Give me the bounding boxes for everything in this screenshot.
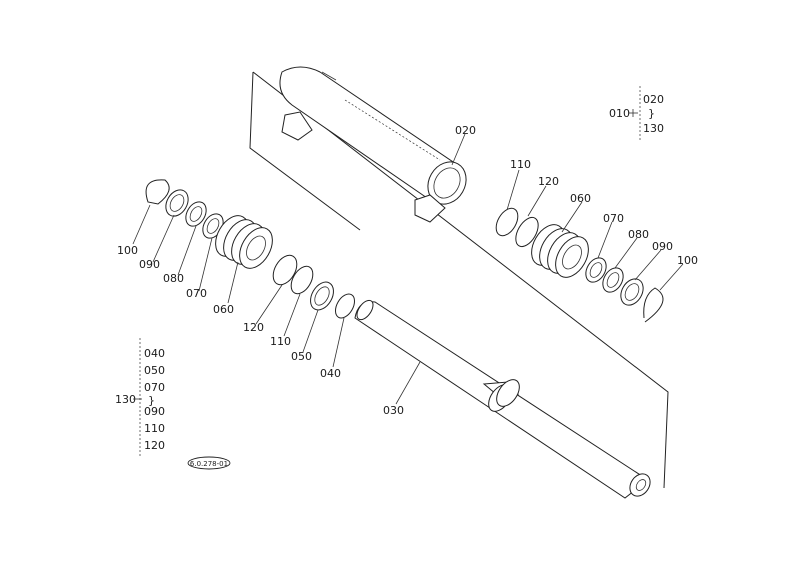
label-110-left: 110 (270, 335, 291, 348)
snap-ring-100-right (643, 287, 664, 323)
label-100-left: 100 (117, 244, 138, 257)
group-130-callout: 130 040 050 070 } 090 110 120 (115, 338, 165, 456)
label-110-right: 110 (510, 158, 531, 171)
label-090-left: 090 (139, 258, 160, 271)
label-070-right: 070 (603, 212, 624, 225)
o-ring-110-left (290, 265, 314, 295)
group-130-item-1: 050 (144, 364, 165, 377)
group-130-item-0: 040 (144, 347, 165, 360)
backup-ring-120-left (272, 254, 298, 286)
piston-rod (354, 299, 651, 499)
label-120-right: 120 (538, 175, 559, 188)
label-090-right: 090 (652, 240, 673, 253)
label-060-right: 060 (570, 192, 591, 205)
label-060-left: 060 (213, 303, 234, 316)
group-130-item-6: 120 (144, 439, 165, 452)
label-040-left: 040 (320, 367, 341, 380)
label-080-right: 080 (628, 228, 649, 241)
snap-ring-100-left (145, 179, 170, 205)
group-130-item-5: 110 (144, 422, 165, 435)
gland-060-left (215, 215, 273, 269)
gland-060-right (531, 224, 589, 278)
o-ring-110-right (495, 207, 519, 237)
label-070-left: 070 (186, 287, 207, 300)
group-010-callout: 010 020 } 130 (609, 86, 664, 142)
right-seal-set (495, 207, 664, 323)
label-050-left: 050 (291, 350, 312, 363)
group-130-item-4: 090 (144, 405, 165, 418)
assembly-plane (249, 71, 669, 489)
label-120-left: 120 (243, 321, 264, 334)
left-seal-set (145, 179, 355, 319)
label-030: 030 (383, 404, 404, 417)
group-010-first: 020 (643, 93, 664, 106)
backup-ring-120-right (515, 216, 539, 248)
drawing-code: 6.0.278-01 (190, 460, 228, 468)
group-130-label: 130 (115, 393, 136, 406)
label-020: 020 (455, 124, 476, 137)
ring-040-left (335, 293, 355, 319)
seal-050-left (310, 281, 334, 311)
part-labels: 020 110 120 060 070 080 090 100 100 090 … (117, 124, 698, 417)
label-100-right: 100 (677, 254, 698, 267)
group-130-item-3: } (148, 394, 155, 407)
group-010-label: 010 (609, 107, 630, 120)
drawing-code-stamp: 6.0.278-01 (187, 456, 231, 470)
label-080-left: 080 (163, 272, 184, 285)
leader-lines (132, 133, 684, 405)
group-130-item-2: 070 (144, 381, 165, 394)
cylinder-tube (279, 66, 467, 223)
group-010-tilde: } (648, 107, 655, 120)
group-010-last: 130 (643, 122, 664, 135)
